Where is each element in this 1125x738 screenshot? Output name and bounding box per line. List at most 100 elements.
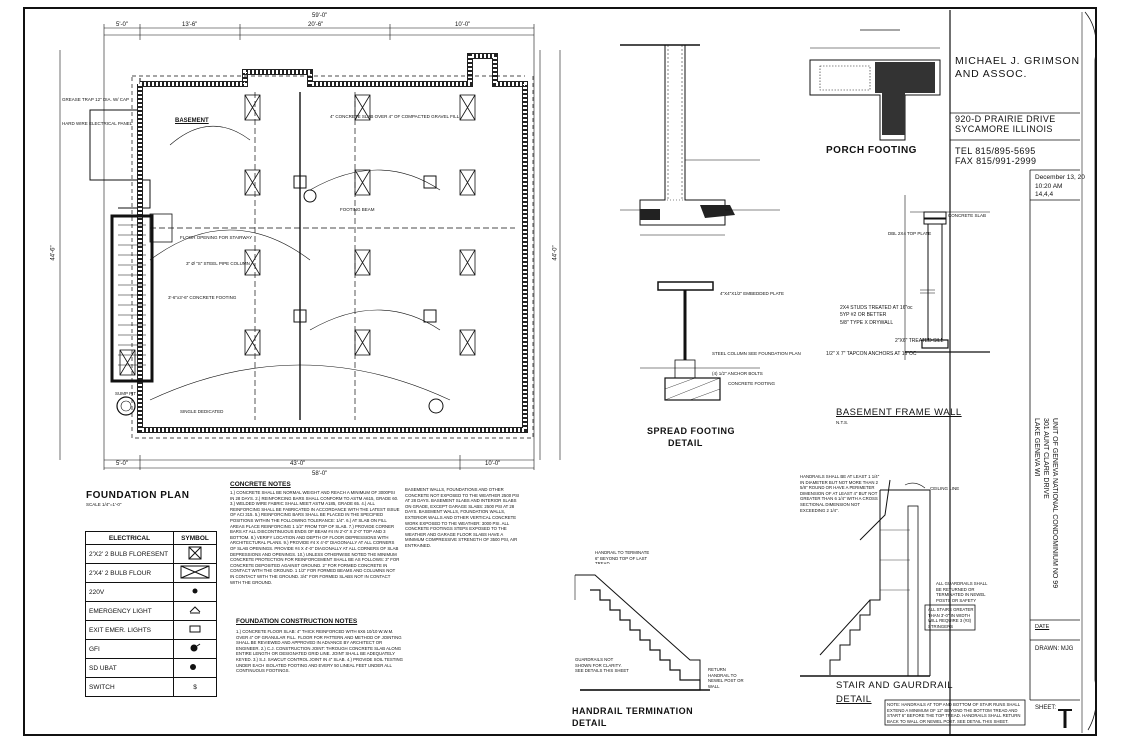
foundation-notes-text: 1.) CONCRETE FLOOR SLAB: 4" THICK REINFO… xyxy=(236,629,403,674)
dim-bottom-2: 43'-0" xyxy=(290,461,306,467)
handrail-termination-title: HANDRAIL TERMINATION xyxy=(572,706,694,716)
project-name: UNIT OF GENEVA NATIONAL CONDOMINIUM NO 9… xyxy=(1033,418,1058,588)
label-2x4-studs-text: 2X4 STUDS TREATED AT 16"oc 5YP #2 OR BET… xyxy=(840,305,913,318)
legend-label: EXIT EMER. LIGHTS xyxy=(85,620,174,640)
label-porch-slab: 4" CONCRETE SLAB OVER 4" OF COMPACTED GR… xyxy=(330,114,460,119)
label-anchor-bolts: (4) 1/2" ANCHOR BOLTS xyxy=(712,371,763,376)
stringer-note: ALL STAIRS GREATER THAN 3'-0" IN WIDTH W… xyxy=(928,607,974,629)
label-anchors: 1/2" X 7" TAPCON ANCHORS AT 16"OC xyxy=(826,351,917,357)
label-footing-beam: FOOTING BEAM xyxy=(340,207,375,212)
label-concrete-footing: CONCRETE FOOTING xyxy=(728,381,775,386)
concrete-notes-text: 1.) CONCRETE SHALL BE NORMAL WEIGHT AND … xyxy=(230,490,400,585)
electrical-legend: ELECTRICAL SYMBOL 2'X2' 2 BULB FLORESENT… xyxy=(85,531,217,697)
firm-fax: FAX 815/991-2999 xyxy=(955,156,1037,166)
firm-tel: TEL 815/895-5695 xyxy=(955,146,1036,156)
emergency-light-icon xyxy=(189,606,201,614)
spread-footing-detail xyxy=(640,281,760,401)
handrail-termination-title-detail: DETAIL xyxy=(572,718,607,728)
dim-overall-top: 59'-0" xyxy=(312,13,328,19)
stair-guardrail-title: STAIR AND GAURDRAIL xyxy=(836,680,954,691)
foundation-plan-scale: SCALE 1/4"=1'-0" xyxy=(86,502,122,507)
handrail-terminate-note: HANDRAIL TO TERMINATE 6" BEYOND TOP OF L… xyxy=(595,550,650,564)
dim-bottom-3: 10'-0" xyxy=(485,461,501,467)
legend-label: 2'X2' 2 BULB FLORESENT xyxy=(85,544,174,564)
concrete-notes-title: CONCRETE NOTES xyxy=(230,481,291,488)
guardrails-not-shown-note: GUARDRAILS NOT SHOWN FOR CLARITY. SEE DE… xyxy=(575,657,629,674)
plot-date: December 13, 20 xyxy=(1035,174,1085,181)
box-x-icon xyxy=(188,546,202,560)
legend-label: EMERGENCY LIGHT xyxy=(85,601,174,621)
legend-row: GFI xyxy=(85,639,217,659)
detail-note: NOTE: HANDRAILS AT TOP AND BOTTOM OF STA… xyxy=(887,702,1021,724)
label-single-dedicated: SINGLE DEDICATED xyxy=(180,409,224,414)
spread-footing-title-detail: DETAIL xyxy=(668,438,703,448)
legend-row: 2'X2' 2 BULB FLORESENT xyxy=(85,544,217,564)
stair-guardrail-title-detail: DETAIL xyxy=(836,694,872,705)
legend-label: 220V xyxy=(85,582,174,602)
legend-row: EMERGENCY LIGHT xyxy=(85,601,217,621)
legend-row: SD UBAT xyxy=(85,658,217,678)
dim-top-4: 10'-0" xyxy=(455,22,471,28)
handrail-size-note: HANDRAILS SHALL BE AT LEAST 1 1/4" IN DI… xyxy=(800,474,880,512)
label-concrete-slab: CONCRETE SLAB xyxy=(948,213,987,218)
label-sump: SUMP PIT xyxy=(115,391,137,396)
firm-address-1: 920-D PRAIRIE DRIVE xyxy=(955,114,1056,124)
exit-sign-icon xyxy=(189,625,201,633)
firm-address-2: SYCAMORE ILLINOIS xyxy=(955,124,1053,134)
firm-name-line2: AND ASSOC. xyxy=(955,68,1028,80)
legend-header-symbol: SYMBOL xyxy=(173,531,217,545)
basement-frame-wall-title: BASEMENT FRAME WALL xyxy=(836,407,962,418)
dot-icon xyxy=(192,588,198,594)
dim-top-3: 20'-6" xyxy=(308,22,324,28)
legend-label: GFI xyxy=(85,639,174,659)
sheet-border xyxy=(23,7,1097,736)
label-footing: 3'-6"x3'-6" CONCRETE FOOTING xyxy=(168,295,237,300)
stair-guardrail-detail xyxy=(800,479,1026,726)
sheet-label: SHEET: xyxy=(1035,705,1057,711)
legend-header-electrical: ELECTRICAL xyxy=(85,531,174,545)
legend-label: 2'X4' 2 BULB FLOUR xyxy=(85,563,174,583)
guardrail-termination-note: ALL GUARDRAILS SHALL BE RETURNED OR TERM… xyxy=(936,581,988,603)
label-sill: 2"X6" TREATED SILL xyxy=(895,338,944,344)
label-pipe-column: 3" Ø "S" STEEL PIPE COLUMN xyxy=(186,261,250,266)
plot-time: 10:20 AM xyxy=(1035,183,1063,190)
dim-bottom-1: 5'-0" xyxy=(116,461,128,467)
gfi-outlet-icon xyxy=(190,643,201,652)
fixture-grid xyxy=(119,94,476,376)
firm-name: MICHAEL J. GRIMSON xyxy=(955,55,1080,67)
porch-footing-detail xyxy=(809,29,941,141)
label-embedded-plate: 4"X4"X1/2" EMBEDDED PLATE xyxy=(720,291,784,296)
label-ceiling-line: CEILING LINE xyxy=(930,486,960,491)
date-label: DATE xyxy=(1035,624,1050,630)
label-basement: BASEMENT xyxy=(175,118,209,124)
dim-right: 44'-0" xyxy=(552,245,559,261)
label-drywall: 5/8" TYPE X DRYWALL xyxy=(840,320,894,326)
concrete-strength-notes: BASEMENT WALLS, FOUNDATIONS AND OTHER CO… xyxy=(405,487,520,548)
legend-row: EXIT EMER. LIGHTS xyxy=(85,620,217,640)
label-steel-column: STEEL COLUMN SEE FOUNDATION PLAN xyxy=(712,351,801,356)
legend-row: SWITCH $ xyxy=(85,677,217,697)
label-2x4-studs: 2X4 STUDS TREATED AT 16"oc 5YP #2 OR BET… xyxy=(840,305,920,319)
return-handrail-note: RETURN HANDRAIL TO NEWEL POST OR WALL xyxy=(708,667,744,689)
wall-section-detail xyxy=(620,44,780,236)
dim-top-2: 13'-6" xyxy=(182,22,198,28)
basement-frame-wall-detail xyxy=(904,195,990,360)
legend-row: 2'X4' 2 BULB FLOUR xyxy=(85,563,217,583)
foundation-plan-title: FOUNDATION PLAN xyxy=(86,490,190,501)
foundation-plan xyxy=(59,24,561,470)
project-line-2: 301 AUNT CLARE DRIVE xyxy=(1042,418,1049,499)
foundation-notes-title: FOUNDATION CONSTRUCTION NOTES xyxy=(236,618,358,625)
label-grease-trap: GREASE TRAP 12" DIA. W/ CAP xyxy=(62,97,129,102)
project-line-1: UNIT OF GENEVA NATIONAL CONDOMINIUM NO 9… xyxy=(1051,418,1058,589)
dim-top-1: 5'-0" xyxy=(116,22,128,28)
legend-label: SWITCH xyxy=(85,677,174,697)
label-top-plate: DBL 2X4 TOP PLATE xyxy=(888,231,932,236)
legend-row: 220V xyxy=(85,582,217,602)
label-floor-opening: FLOOR OPENING FOR STAIRWAY xyxy=(180,235,253,240)
spread-footing-title: SPREAD FOOTING xyxy=(647,426,736,436)
legend-label: SD UBAT xyxy=(85,658,174,678)
smoke-detector-icon xyxy=(190,664,196,670)
drawn-by: DRAWN: MJG xyxy=(1035,646,1074,652)
